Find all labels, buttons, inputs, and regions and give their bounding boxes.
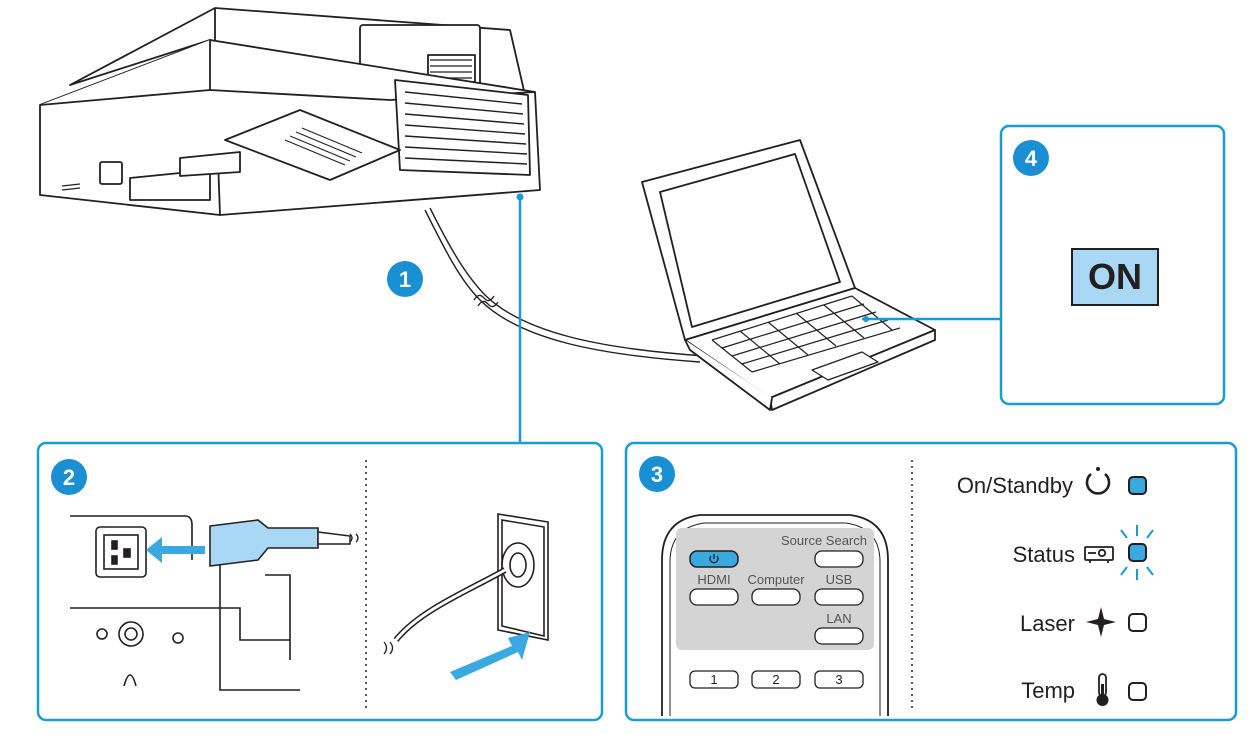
laser-star-icon (1086, 607, 1116, 637)
push-arrow-icon (450, 632, 530, 680)
status-led (1128, 543, 1147, 562)
svg-text:3: 3 (835, 672, 842, 687)
indicator-laser: Laser (1020, 607, 1147, 637)
svg-text:Laser: Laser (1020, 611, 1075, 636)
projector-icon (1084, 546, 1114, 563)
on-standby-led (1128, 476, 1147, 495)
source-search-button[interactable] (814, 550, 864, 568)
step-3-badge: 3 (639, 456, 675, 492)
projector-illustration (39, 7, 541, 216)
hdmi-button[interactable] (689, 588, 739, 606)
usb-label: USB (826, 572, 853, 587)
computer-label: Computer (747, 572, 805, 587)
svg-text:3: 3 (651, 462, 663, 487)
usb-button[interactable] (814, 588, 864, 606)
step-4-badge: 4 (1013, 140, 1049, 176)
svg-text:4: 4 (1025, 146, 1038, 171)
svg-text:Status: Status (1013, 542, 1075, 567)
svg-text:ON: ON (1088, 256, 1142, 297)
number-key-1[interactable] (689, 670, 739, 689)
power-inlet-illustration (70, 515, 300, 691)
power-cord-plug-illustration (209, 519, 359, 567)
connection-cable (424, 207, 706, 363)
temp-led (1128, 682, 1147, 701)
svg-text:On/Standby: On/Standby (957, 473, 1073, 498)
lan-label: LAN (826, 611, 851, 626)
wall-outlet-illustration (383, 513, 549, 655)
indicator-on-standby: On/Standby (957, 467, 1147, 498)
number-key-2[interactable] (751, 670, 801, 689)
svg-text:Temp: Temp (1021, 678, 1075, 703)
power-icon (1085, 467, 1111, 495)
svg-text:2: 2 (63, 465, 75, 490)
svg-text:1: 1 (399, 267, 411, 292)
source-search-label: Source Search (781, 533, 867, 548)
flashing-rays-icon (1120, 525, 1154, 580)
laptop-illustration (641, 139, 936, 411)
cable-break-mark (473, 294, 499, 308)
computer-button[interactable] (751, 588, 801, 606)
step-1-badge: 1 (387, 261, 423, 297)
hdmi-label: HDMI (697, 572, 730, 587)
power-icon (709, 554, 719, 564)
svg-text:1: 1 (710, 672, 717, 687)
thermometer-icon (1096, 673, 1109, 706)
svg-text:2: 2 (772, 672, 779, 687)
lan-button[interactable] (814, 627, 864, 645)
indicator-status: Status (1013, 525, 1154, 580)
laser-led (1128, 613, 1147, 632)
indicator-list: On/Standby Status (957, 467, 1154, 706)
remote-control: Source Search HDMI Computer USB LAN 1 2 … (661, 514, 889, 716)
step-2-badge: 2 (51, 459, 87, 495)
on-indicator-box: ON (1071, 248, 1159, 306)
insert-arrow-icon (146, 537, 205, 563)
step-2-panel (36, 441, 604, 722)
number-key-3[interactable] (814, 670, 864, 689)
indicator-temp: Temp (1021, 673, 1147, 706)
